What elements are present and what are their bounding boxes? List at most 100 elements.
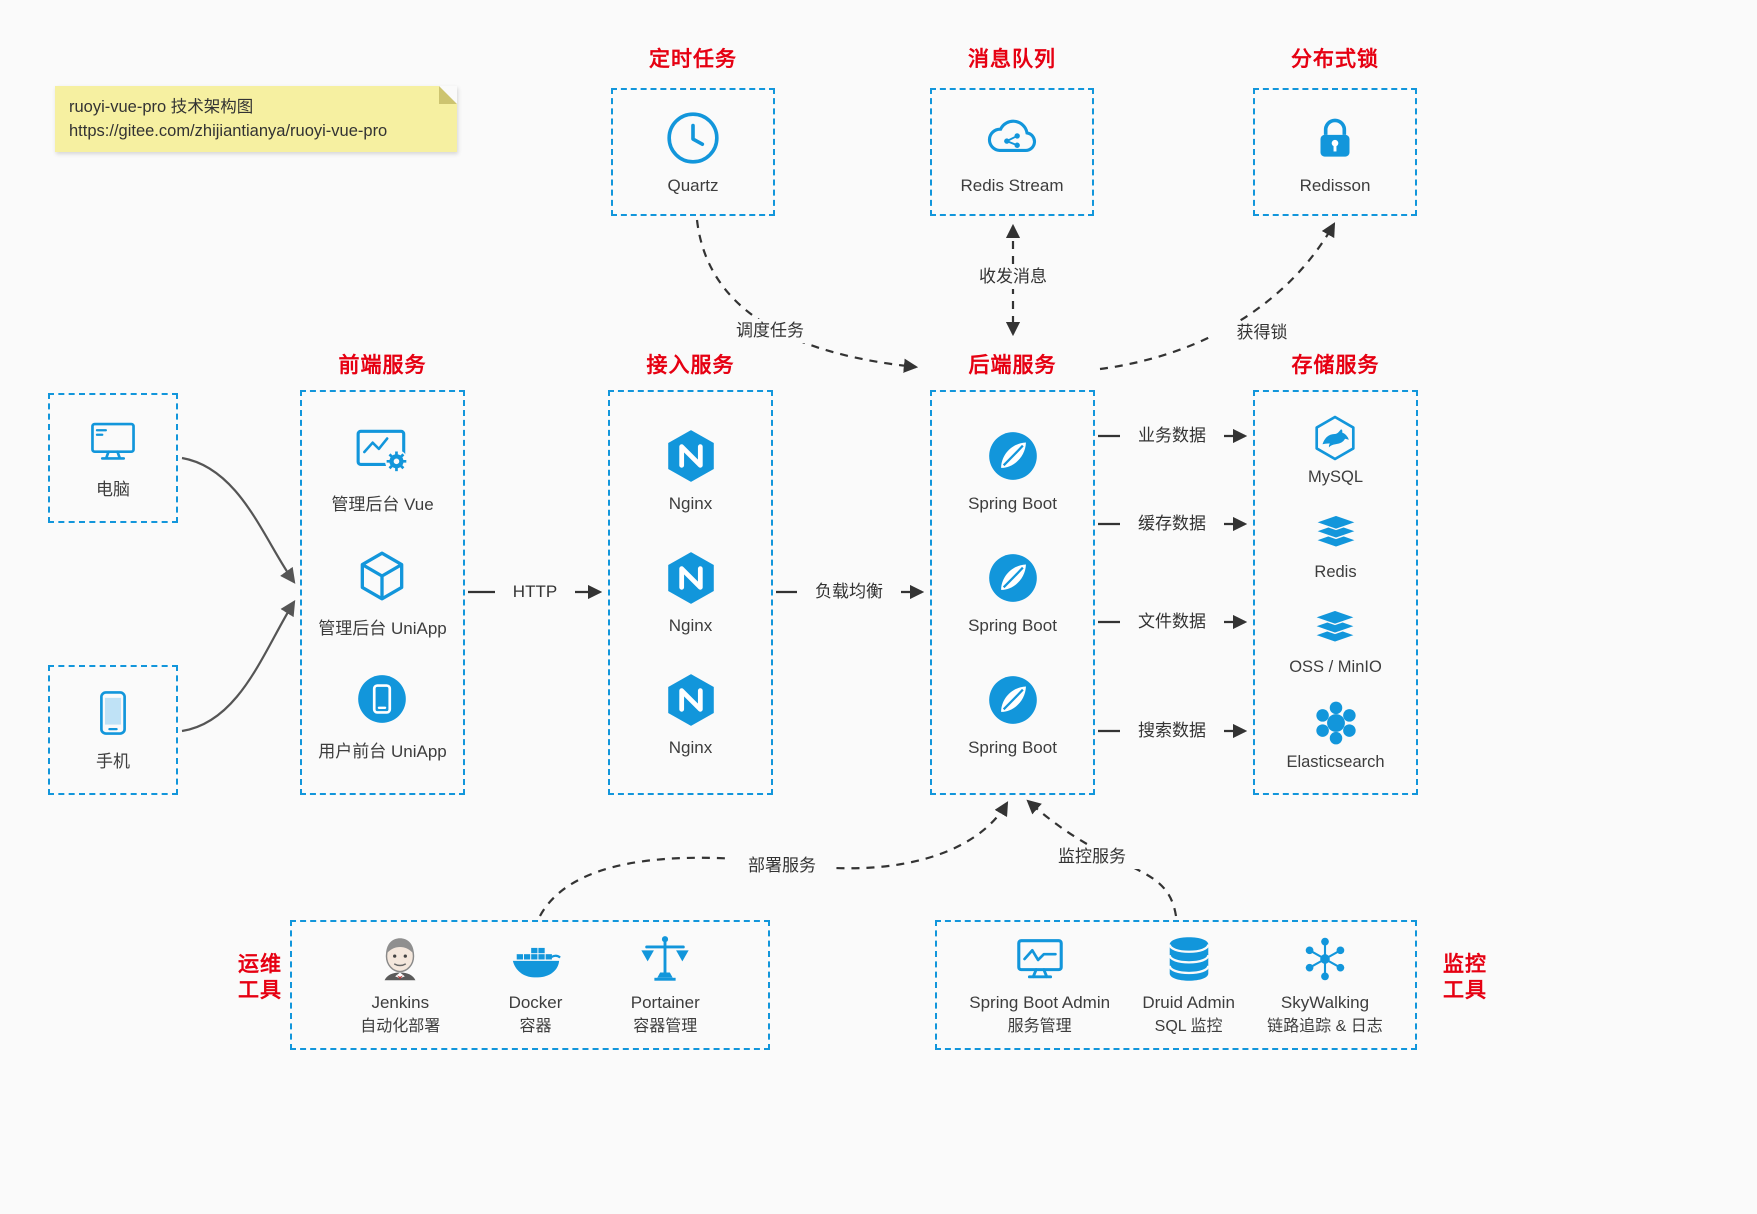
ops-tools-box: Jenkins 自动化部署 Docker 容器 bbox=[290, 920, 770, 1050]
node-label: MySQL bbox=[1307, 468, 1363, 486]
mysql-icon bbox=[1315, 415, 1356, 461]
access-services-box: Nginx Nginx Nginx bbox=[608, 390, 773, 795]
node-portainer: Portainer 容器管理 bbox=[631, 932, 700, 1038]
uniapp-cube-icon bbox=[361, 551, 404, 600]
node-docker: Docker 容器 bbox=[509, 932, 563, 1038]
spring-boot-icon bbox=[988, 432, 1037, 480]
node-label: Spring Boot bbox=[968, 616, 1057, 635]
pc-client-box: 电脑 bbox=[48, 393, 178, 523]
node-label: Elasticsearch bbox=[1286, 753, 1385, 771]
phone-icon bbox=[100, 691, 126, 735]
group-title-scheduled-tasks: 定时任务 bbox=[649, 48, 737, 71]
sba-icon bbox=[1016, 939, 1063, 979]
node-label: Quartz bbox=[667, 175, 719, 195]
node-label: OSS / MinIO bbox=[1289, 658, 1382, 676]
item-desc: 自动化部署 bbox=[360, 1018, 441, 1035]
redis-icon bbox=[1312, 514, 1359, 549]
edge-label-cache-data: 缓存数据 bbox=[1120, 512, 1224, 536]
edge-label-deploy: 部署服务 bbox=[730, 854, 834, 878]
node-label: Spring Boot bbox=[968, 738, 1057, 757]
node-nginx-3: Nginx bbox=[662, 671, 720, 758]
elasticsearch-icon bbox=[1315, 701, 1356, 745]
ops-title-line2: 工具 bbox=[238, 979, 282, 1002]
node-label: Nginx bbox=[668, 494, 713, 513]
frontend-services-box: 管理后台 Vue 管理后台 UniApp 用户前台 UniApp bbox=[300, 390, 465, 795]
node-redis: Redis bbox=[1311, 508, 1361, 582]
column-title-frontend: 前端服务 bbox=[338, 354, 427, 377]
node-user-uniapp: 用户前台 UniApp bbox=[318, 670, 447, 762]
edge-schedule-task bbox=[695, 219, 919, 373]
item-name: Docker bbox=[508, 993, 563, 1012]
user-uniapp-icon bbox=[358, 674, 407, 723]
node-label: Nginx bbox=[668, 738, 713, 757]
item-desc: 容器 bbox=[519, 1018, 552, 1035]
group-title-ops-tools: 运维 工具 bbox=[228, 952, 292, 1004]
node-jenkins: Jenkins 自动化部署 bbox=[360, 932, 440, 1038]
docker-icon bbox=[512, 947, 561, 978]
node-label: Redisson bbox=[1299, 175, 1371, 195]
group-title-monitor-tools: 监控 工具 bbox=[1433, 952, 1497, 1004]
edge-label-monitor: 监控服务 bbox=[1040, 845, 1144, 869]
monitor-title-line1: 监控 bbox=[1443, 953, 1487, 976]
edge-label-lock: 获得锁 bbox=[1210, 321, 1314, 345]
node-label: 电脑 bbox=[96, 480, 130, 499]
node-redis-stream: Redis Stream bbox=[960, 109, 1064, 196]
redis-stream-box: Redis Stream bbox=[930, 88, 1094, 216]
oss-minio-icon bbox=[1312, 609, 1359, 644]
jenkins-icon bbox=[384, 938, 416, 981]
node-spring-boot-admin: Spring Boot Admin 服务管理 bbox=[969, 932, 1110, 1038]
note-title: ruoyi-vue-pro 技术架构图 bbox=[69, 98, 254, 116]
node-label: Redis Stream bbox=[960, 175, 1064, 195]
node-nginx-2: Nginx bbox=[662, 549, 720, 636]
node-redisson: Redisson bbox=[1299, 109, 1371, 196]
node-label: 管理后台 UniApp bbox=[318, 618, 447, 638]
desktop-icon bbox=[91, 422, 135, 460]
node-quartz: Quartz bbox=[664, 109, 722, 196]
node-admin-uniapp: 管理后台 UniApp bbox=[318, 547, 447, 639]
item-desc: 链路追踪 & 日志 bbox=[1267, 1018, 1383, 1035]
edge-label-load-balance: 负载均衡 bbox=[797, 580, 901, 604]
item-desc: 服务管理 bbox=[1007, 1018, 1072, 1035]
edge-acquire-lock bbox=[1099, 222, 1336, 371]
edge-label-file-data: 文件数据 bbox=[1120, 610, 1224, 634]
sticky-note: ruoyi-vue-pro 技术架构图 https://gitee.com/zh… bbox=[55, 86, 457, 152]
spring-boot-icon bbox=[988, 676, 1037, 724]
node-admin-vue: 管理后台 Vue bbox=[331, 423, 434, 515]
node-oss-minio: OSS / MinIO bbox=[1289, 603, 1382, 677]
node-nginx-1: Nginx bbox=[662, 427, 720, 514]
quartz-box: Quartz bbox=[611, 88, 775, 216]
cloud-stream-icon bbox=[987, 119, 1037, 152]
edge-label-business-data: 业务数据 bbox=[1120, 424, 1224, 448]
node-label: Redis bbox=[1314, 563, 1357, 581]
node-label: Spring Boot bbox=[968, 494, 1057, 513]
item-desc: 容器管理 bbox=[633, 1018, 698, 1035]
storage-services-box: MySQL Redis OSS / MinIO bbox=[1253, 390, 1418, 795]
nginx-icon bbox=[667, 430, 714, 482]
node-spring-boot-1: Spring Boot bbox=[968, 427, 1057, 514]
node-phone: 手机 bbox=[88, 688, 138, 772]
column-title-storage: 存储服务 bbox=[1291, 354, 1380, 377]
item-name: Druid Admin bbox=[1142, 993, 1235, 1012]
node-label: 管理后台 Vue bbox=[331, 495, 434, 515]
druid-icon bbox=[1168, 937, 1210, 981]
monitor-title-line2: 工具 bbox=[1443, 979, 1487, 1002]
node-druid-admin: Druid Admin SQL 监控 bbox=[1142, 932, 1235, 1038]
skywalking-icon bbox=[1305, 937, 1345, 981]
edge-label-search-data: 搜索数据 bbox=[1120, 719, 1224, 743]
edge-phone-to-frontend bbox=[181, 600, 296, 733]
node-label: Nginx bbox=[668, 616, 713, 635]
edge-label-http: HTTP bbox=[495, 580, 575, 604]
nginx-icon bbox=[667, 674, 714, 726]
node-elasticsearch: Elasticsearch bbox=[1286, 698, 1385, 772]
item-name: Jenkins bbox=[371, 993, 430, 1012]
node-spring-boot-2: Spring Boot bbox=[968, 549, 1057, 636]
clock-icon bbox=[667, 111, 719, 164]
node-label: 手机 bbox=[96, 752, 130, 771]
column-title-backend: 后端服务 bbox=[968, 354, 1057, 377]
redisson-box: Redisson bbox=[1253, 88, 1417, 216]
column-title-access: 接入服务 bbox=[646, 354, 735, 377]
monitor-tools-box: Spring Boot Admin 服务管理 Druid Admin SQL 监… bbox=[935, 920, 1417, 1050]
portainer-icon bbox=[641, 936, 689, 981]
nginx-icon bbox=[667, 552, 714, 604]
